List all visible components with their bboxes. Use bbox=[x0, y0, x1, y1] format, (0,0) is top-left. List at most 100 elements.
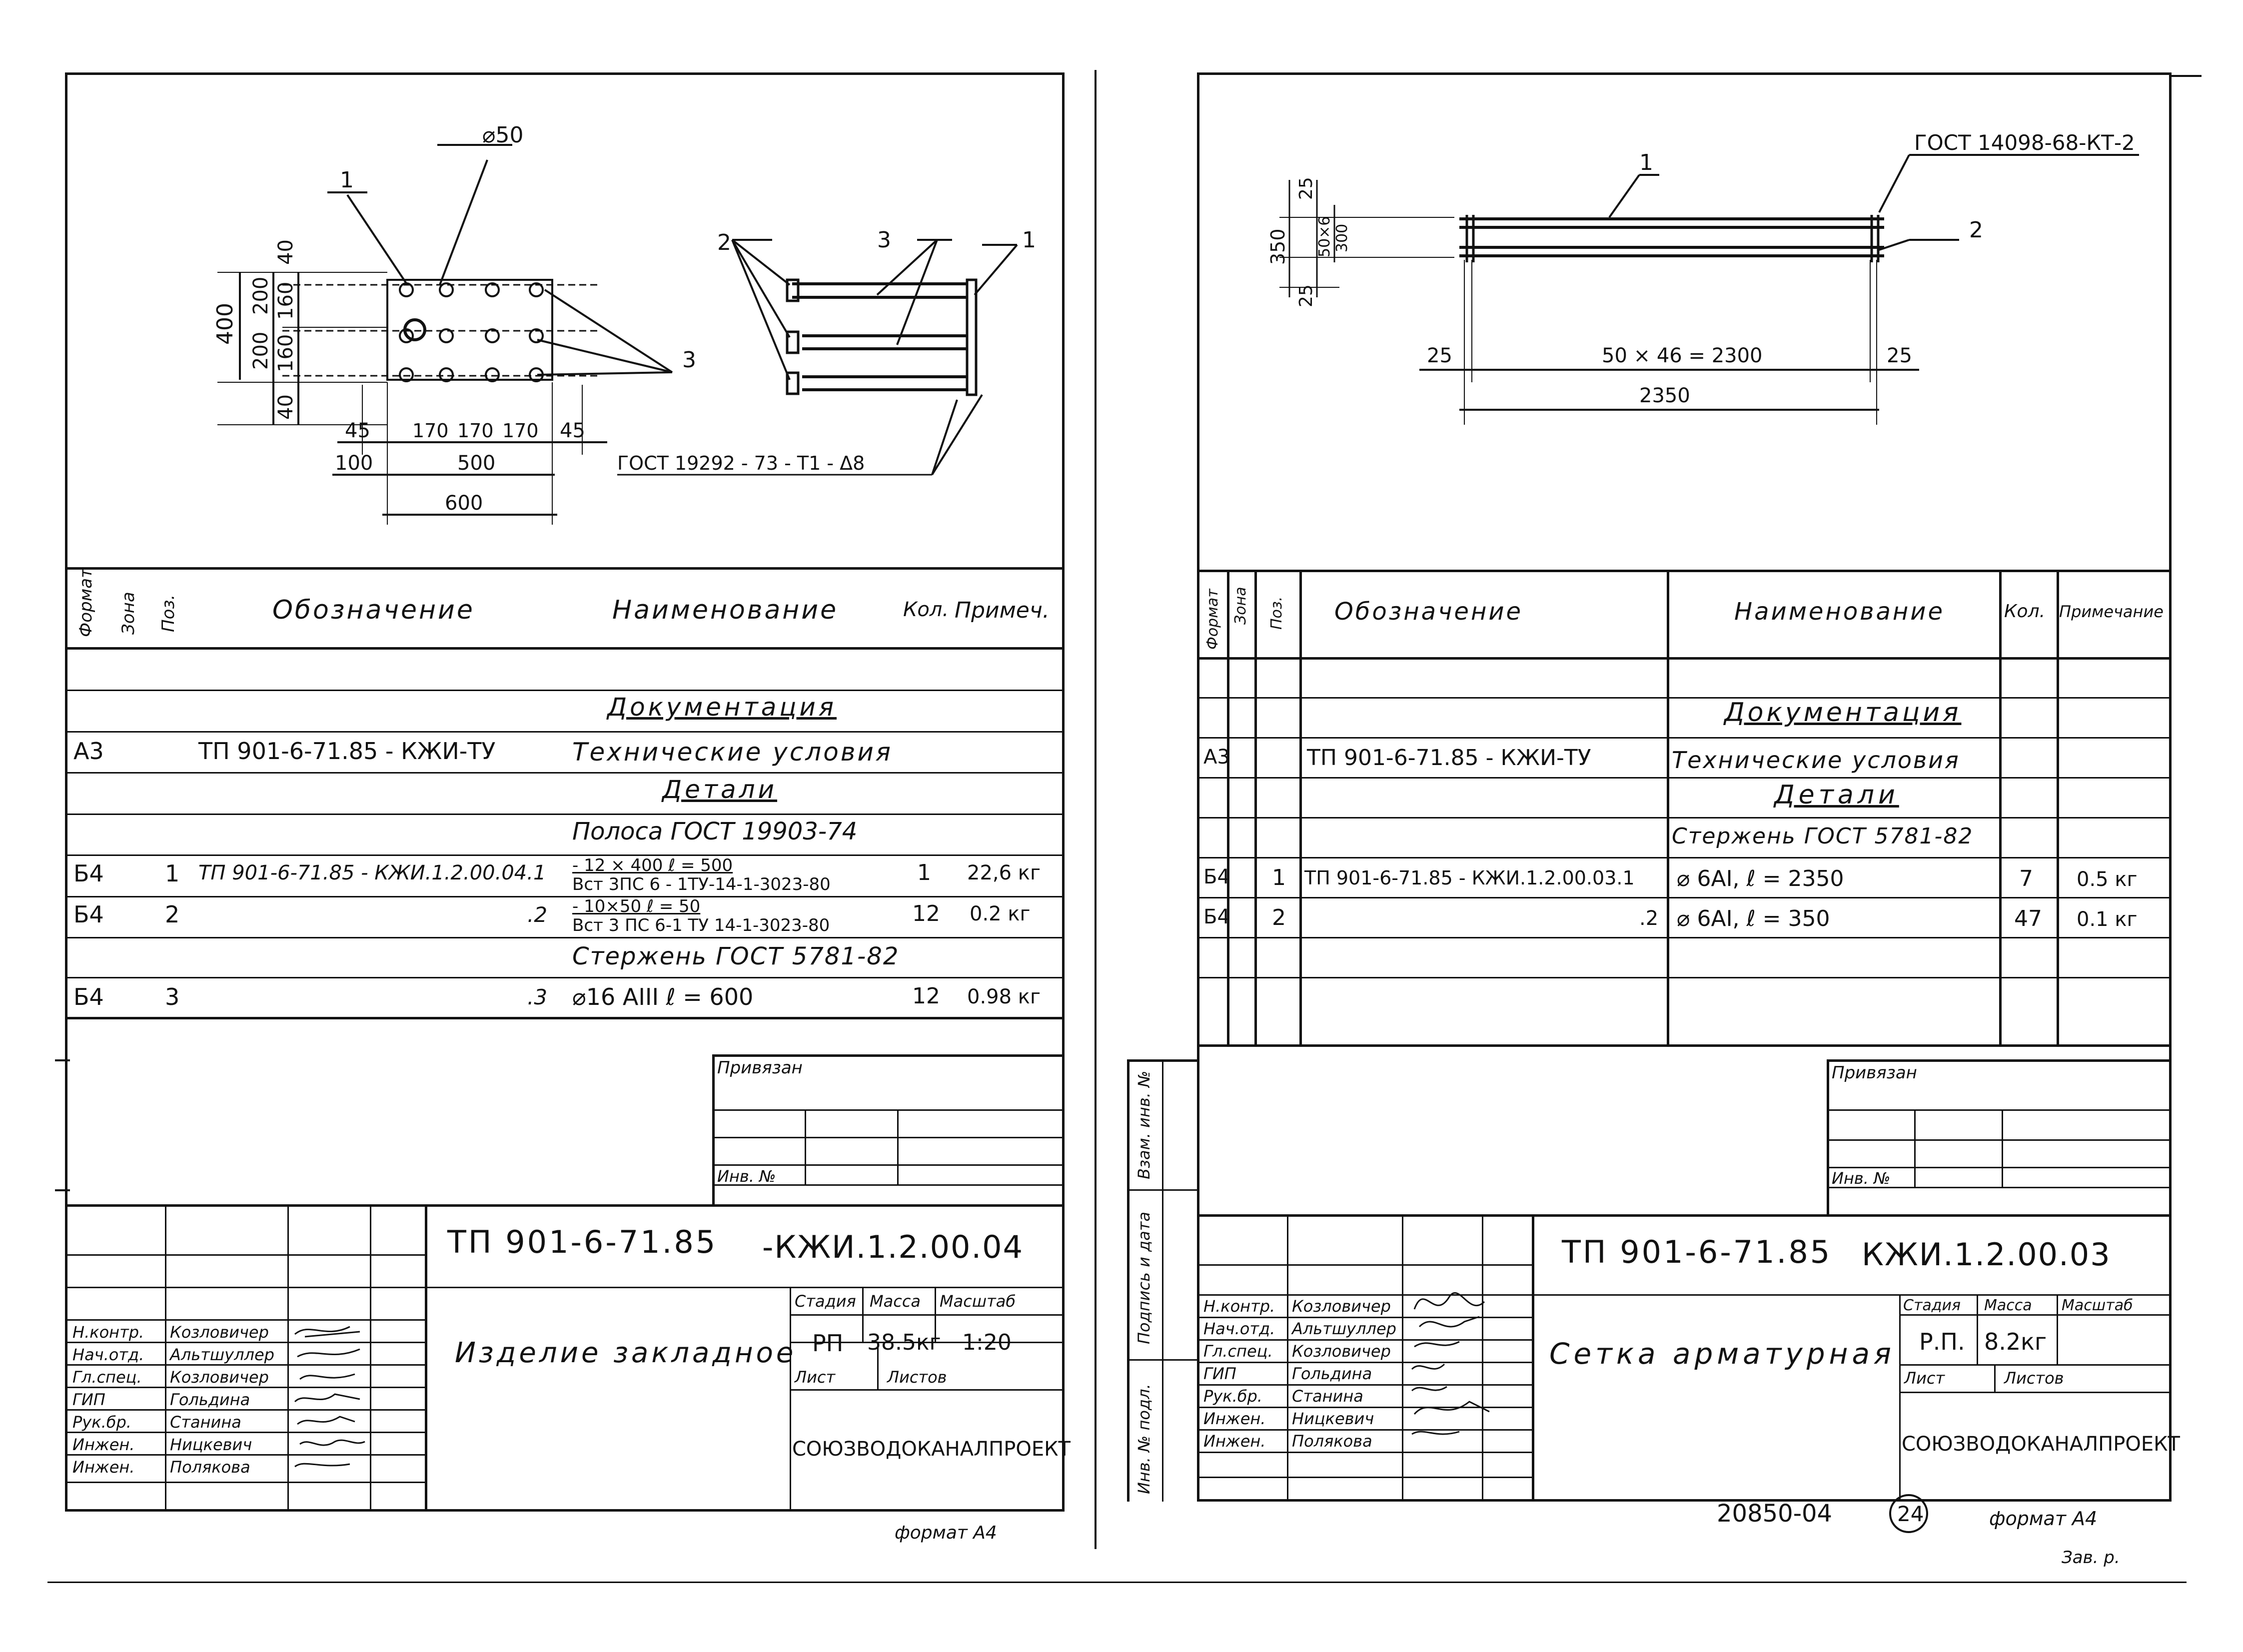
dim-50x6: 50×6 bbox=[1316, 216, 1333, 257]
hdr-pos: Поз. bbox=[158, 594, 178, 632]
gost-note: ГОСТ 14098-68-КТ-2 bbox=[1914, 130, 2135, 155]
right-role-1: Нач.отд. bbox=[1203, 1319, 1275, 1338]
right-role-0: Н.контр. bbox=[1203, 1297, 1275, 1316]
page-number-circle: 24 bbox=[1889, 1494, 1928, 1533]
r-row-doc-section: Документация bbox=[1724, 698, 1962, 728]
bottom-rule bbox=[47, 1582, 2187, 1583]
right-name-4: Станина bbox=[1292, 1387, 1363, 1406]
right-mass: 8.2кг bbox=[1984, 1328, 2047, 1355]
dim-200b: 200 bbox=[249, 332, 272, 370]
left-stage-label: Стадия bbox=[795, 1292, 856, 1311]
footer-handwritten-note: Зав. р. bbox=[2062, 1548, 2120, 1568]
hdr-note: Примеч. bbox=[955, 598, 1050, 623]
left-margin-mark-1 bbox=[55, 1059, 70, 1061]
left-name-1: Альтшуллер bbox=[170, 1345, 274, 1364]
r-row2-note: 0.1 кг bbox=[2077, 908, 2138, 931]
dim-600: 600 bbox=[445, 492, 483, 515]
left-role-0: Н.контр. bbox=[72, 1323, 144, 1342]
right-drawing: ГОСТ 14098-68-КТ-2 1 2 25 350 50×6 300 2… bbox=[1267, 130, 2139, 425]
left-name-5: Ницкевич bbox=[170, 1435, 252, 1454]
left-role-4: Рук.бр. bbox=[72, 1413, 131, 1432]
r-row-rod-name: Стержень ГОСТ 5781-82 bbox=[1672, 824, 1974, 849]
center-divider bbox=[1095, 70, 1097, 1549]
hole-dia-label: ⌀50 bbox=[482, 122, 523, 148]
dim-25-top: 25 bbox=[1296, 177, 1316, 200]
left-spec-table: Формат Зона Поз. Обозначение Наименовани… bbox=[67, 567, 1062, 1027]
r-hdr-pos: Поз. bbox=[1268, 596, 1285, 630]
r-row2-pos: 2 bbox=[1272, 905, 1286, 930]
left-org: СОЮЗВОДОКАНАЛПРОЕКТ bbox=[792, 1438, 1071, 1461]
side-pos1-label: 1 bbox=[1022, 227, 1036, 253]
left-doc-suffix: -КЖИ.1.2.00.04 bbox=[762, 1229, 1024, 1265]
left-name-0: Козловичер bbox=[170, 1323, 269, 1342]
hdr-zone: Зона bbox=[118, 592, 138, 635]
r-row1-format: Б4 bbox=[1203, 865, 1230, 888]
right-doc-suffix: КЖИ.1.2.00.03 bbox=[1862, 1236, 2111, 1273]
row2-note: 0.2 кг bbox=[970, 902, 1031, 925]
page-number: 24 bbox=[1897, 1502, 1924, 1526]
hdr-code: Обозначение bbox=[272, 595, 475, 625]
dim-45a: 45 bbox=[345, 419, 370, 442]
left-sheets-label: Листов bbox=[887, 1368, 947, 1387]
left-binding-box: Привязан Инв. № bbox=[712, 1054, 1062, 1204]
left-name-6: Полякова bbox=[170, 1458, 250, 1477]
row3-name: ⌀16 АIII ℓ = 600 bbox=[572, 983, 754, 1010]
side-label-replace: Взам. инв. № bbox=[1134, 1070, 1153, 1179]
right-mass-label: Масса bbox=[1984, 1297, 2032, 1314]
dim-500: 500 bbox=[457, 452, 495, 475]
left-role-5: Инжен. bbox=[72, 1435, 135, 1454]
r-hdr-name: Наименование bbox=[1734, 598, 1945, 626]
right-signatures bbox=[1411, 1292, 1490, 1435]
row1-pos: 1 bbox=[165, 860, 180, 887]
right-org: СОЮЗВОДОКАНАЛПРОЕКТ bbox=[1902, 1433, 2180, 1456]
right-scale-label: Масштаб bbox=[2062, 1297, 2133, 1314]
right-format-note: формат А4 bbox=[1989, 1508, 2098, 1530]
r-row1-code: ТП 901-6-71.85 - КЖИ.1.2.00.03.1 bbox=[1304, 867, 1635, 889]
right-pos1: 1 bbox=[1639, 150, 1653, 175]
row1-code: ТП 901-6-71.85 - КЖИ.1.2.00.04.1 bbox=[198, 861, 546, 884]
left-scale-label: Масштаб bbox=[940, 1292, 1016, 1311]
dim-200a: 200 bbox=[249, 277, 272, 315]
left-name-4: Станина bbox=[170, 1413, 241, 1432]
left-doc-code: ТП 901-6-71.85 bbox=[447, 1224, 718, 1260]
r-row2-format: Б4 bbox=[1203, 905, 1230, 928]
row-details-section: Детали bbox=[662, 775, 778, 804]
left-sheet-label: Лист bbox=[795, 1368, 836, 1387]
weld-note: ГОСТ 19292 - 73 - Т1 - Δ8 bbox=[617, 452, 865, 474]
row2-code: .2 bbox=[527, 902, 548, 927]
right-role-3: ГИП bbox=[1203, 1364, 1236, 1383]
row-doc-section: Документация bbox=[607, 693, 837, 722]
hdr-name: Наименование bbox=[612, 595, 839, 625]
r-row-tu-format: А3 bbox=[1203, 746, 1230, 769]
pos3-label: 3 bbox=[682, 347, 696, 373]
right-sheet bbox=[1197, 72, 2172, 1502]
dim-45b: 45 bbox=[560, 419, 585, 442]
row3-note: 0.98 кг bbox=[967, 985, 1041, 1008]
right-spec-table: Формат Зона Поз. Обозначение Наименовани… bbox=[1199, 570, 2169, 1047]
left-role-3: ГИП bbox=[72, 1390, 105, 1409]
left-role-1: Нач.отд. bbox=[72, 1345, 144, 1364]
row1-name2: Вст 3ПС 6 - 1ТУ-14-1-3023-80 bbox=[572, 874, 831, 894]
dim-25-bottom: 25 bbox=[1296, 284, 1316, 307]
right-name-5: Ницкевич bbox=[1292, 1409, 1374, 1428]
pos1-label: 1 bbox=[340, 167, 354, 193]
row-tu-format: А3 bbox=[73, 738, 104, 765]
row1-format: Б4 bbox=[73, 860, 104, 887]
left-inv-label: Инв. № bbox=[717, 1167, 776, 1186]
left-signatures bbox=[294, 1326, 365, 1468]
dim-100: 100 bbox=[335, 452, 373, 475]
right-side-strip: Взам. инв. № Подпись и дата Инв. № подл. bbox=[1127, 1059, 1199, 1502]
dim-160b: 160 bbox=[274, 334, 297, 372]
dim-40b: 40 bbox=[274, 394, 297, 420]
left-drawing: ⌀50 1 3 2 3 1 400 200 200 40 160 160 40 … bbox=[212, 122, 1036, 525]
row2-qty: 12 bbox=[912, 901, 940, 926]
row-tu-name: Технические условия bbox=[572, 738, 893, 767]
r-row1-qty: 7 bbox=[2019, 866, 2033, 891]
r-hdr-zone: Зона bbox=[1232, 587, 1249, 625]
right-inv-label: Инв. № bbox=[1832, 1169, 1891, 1188]
left-title-block: ТП 901-6-71.85 -КЖИ.1.2.00.04 Изделие за… bbox=[67, 1204, 1071, 1512]
dim-25-right: 25 bbox=[1887, 344, 1912, 367]
r-hdr-note: Примечание bbox=[2059, 602, 2164, 621]
row1-qty: 1 bbox=[917, 860, 931, 885]
left-stage: РП bbox=[812, 1330, 844, 1357]
